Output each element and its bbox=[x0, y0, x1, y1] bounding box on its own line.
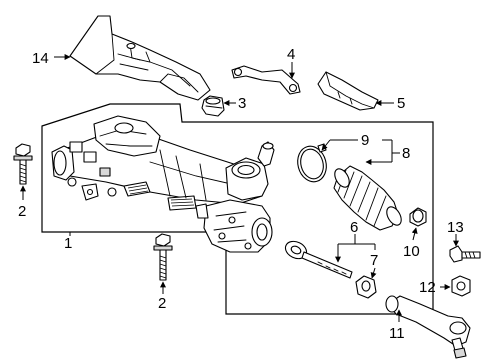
callout-4: 4 bbox=[287, 46, 295, 63]
boot-clip[interactable] bbox=[409, 207, 427, 227]
jam-nut[interactable] bbox=[355, 275, 377, 299]
mounting-bolt-upper[interactable] bbox=[13, 143, 33, 185]
callout-12: 12 bbox=[419, 279, 436, 296]
leader-lines bbox=[20, 54, 459, 322]
mounting-bolt-lower[interactable] bbox=[153, 233, 173, 281]
callout-5: 5 bbox=[397, 95, 405, 112]
boot[interactable] bbox=[332, 165, 404, 231]
outer-tie-rod-end[interactable] bbox=[385, 295, 471, 359]
callout-13: 13 bbox=[447, 219, 464, 236]
callout-11: 11 bbox=[389, 325, 405, 342]
bushing[interactable] bbox=[201, 95, 225, 117]
boot-clamp[interactable] bbox=[294, 143, 330, 185]
inner-tie-rod[interactable] bbox=[283, 238, 353, 279]
bracket[interactable] bbox=[231, 65, 301, 95]
callout-1: 1 bbox=[64, 235, 72, 252]
assembly-frame bbox=[41, 103, 434, 315]
cover[interactable] bbox=[317, 71, 379, 111]
bolt[interactable] bbox=[449, 245, 481, 263]
nut[interactable] bbox=[451, 275, 471, 297]
callout-2-lower: 2 bbox=[158, 295, 166, 312]
steering-gear-assembly[interactable] bbox=[51, 115, 275, 253]
heat-shield[interactable] bbox=[69, 15, 211, 101]
callout-9: 9 bbox=[361, 132, 369, 149]
callout-7: 7 bbox=[370, 252, 378, 269]
callout-8: 8 bbox=[402, 145, 410, 162]
callout-6: 6 bbox=[350, 219, 358, 236]
callout-10: 10 bbox=[403, 243, 420, 260]
callout-2-upper: 2 bbox=[18, 203, 26, 220]
callout-14: 14 bbox=[32, 50, 49, 67]
callout-labels: 14 4 3 5 2 1 2 9 8 6 7 10 13 12 11 bbox=[18, 46, 464, 342]
callout-3: 3 bbox=[238, 95, 246, 112]
